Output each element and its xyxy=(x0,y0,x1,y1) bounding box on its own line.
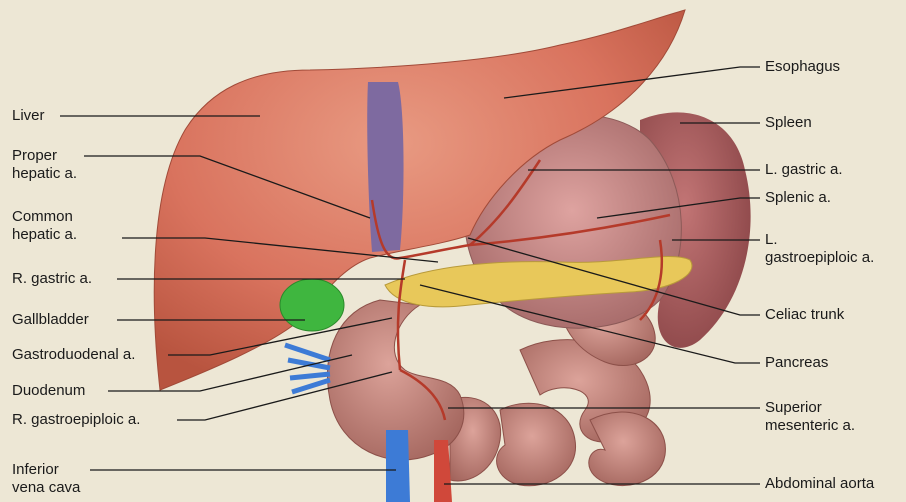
label-celiac-trunk: Celiac trunk xyxy=(765,306,844,324)
label-abdominal-aorta: Abdominal aorta xyxy=(765,475,874,493)
vessel-branches xyxy=(285,345,330,392)
label-left-gastroepiploic-artery: L. gastroepiploic a. xyxy=(765,231,874,267)
label-gallbladder: Gallbladder xyxy=(12,311,89,329)
label-left-gastric-artery: L. gastric a. xyxy=(765,161,843,179)
label-right-gastric-artery: R. gastric a. xyxy=(12,270,92,288)
vena-cava-shape xyxy=(386,430,410,502)
label-superior-mesenteric-artery: Superior mesenteric a. xyxy=(765,399,855,435)
label-gastroduodenal-artery: Gastroduodenal a. xyxy=(12,346,135,364)
hepatic-vein-shape xyxy=(367,82,403,252)
label-esophagus: Esophagus xyxy=(765,58,840,76)
label-pancreas: Pancreas xyxy=(765,354,828,372)
gallbladder-shape xyxy=(280,279,344,331)
label-inferior-vena-cava: Inferior vena cava xyxy=(12,461,80,497)
label-common-hepatic-artery: Common hepatic a. xyxy=(12,208,77,244)
label-right-gastroepiploic-artery: R. gastroepiploic a. xyxy=(12,411,140,429)
label-proper-hepatic-artery: Proper hepatic a. xyxy=(12,147,77,183)
label-liver: Liver xyxy=(12,107,45,125)
label-spleen: Spleen xyxy=(765,114,812,132)
label-splenic-artery: Splenic a. xyxy=(765,189,831,207)
label-duodenum: Duodenum xyxy=(12,382,85,400)
aorta-shape xyxy=(434,440,452,502)
